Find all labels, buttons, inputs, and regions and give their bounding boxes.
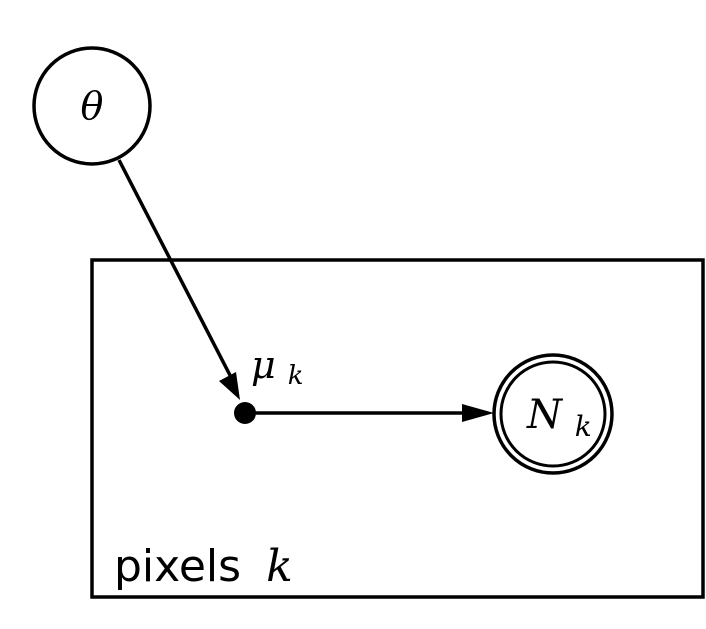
node-n-symbol: N xyxy=(526,392,564,438)
node-theta-label: θ xyxy=(81,84,104,128)
plate-label: pixels k xyxy=(114,541,293,592)
node-n-outer xyxy=(492,353,614,475)
node-mu xyxy=(234,402,256,424)
node-mu-label: μ k xyxy=(251,343,304,391)
edge-theta-to-mu-arrowhead xyxy=(219,372,240,400)
node-n-inner xyxy=(499,360,607,468)
plate-label-index: k xyxy=(266,541,293,592)
edge-theta-to-mu xyxy=(117,159,236,384)
edge-mu-to-n-arrowhead xyxy=(462,404,494,422)
node-mu-subscript: k xyxy=(288,361,304,391)
node-n-label: N k xyxy=(526,392,592,443)
node-mu-symbol: μ xyxy=(251,343,276,387)
node-n-subscript: k xyxy=(575,410,592,443)
node-theta xyxy=(32,46,152,166)
plate-pixels xyxy=(90,258,705,599)
plate-label-word: pixels xyxy=(114,541,241,592)
